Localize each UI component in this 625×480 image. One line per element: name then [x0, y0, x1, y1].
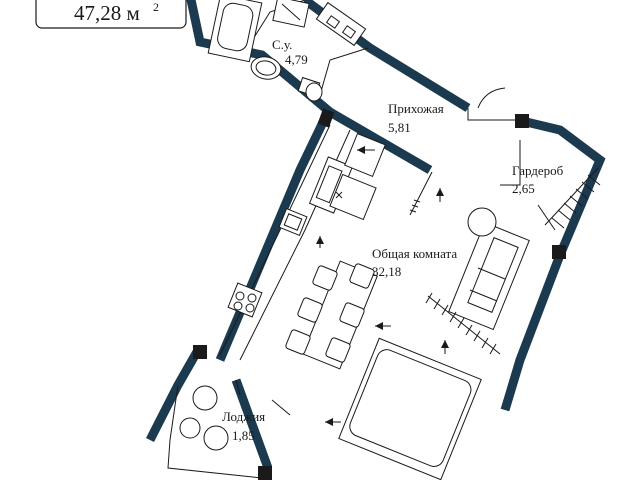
hallway: Прихожая 5,81	[388, 87, 518, 216]
loggia-area: 1,85	[232, 428, 255, 443]
wardrobe: Гардероб 2,65	[500, 140, 601, 231]
bathtub-icon	[207, 0, 263, 63]
stove-icon	[227, 282, 263, 318]
loggia-name: Лоджия	[222, 409, 265, 424]
arrow-icon	[316, 146, 449, 426]
total-area-unit-sup: 2	[153, 0, 159, 14]
sink-icon	[278, 207, 308, 237]
chair-icon	[179, 385, 229, 451]
loggia: Лоджия 1,85	[167, 379, 291, 479]
columns	[193, 108, 566, 480]
tv-rack	[425, 292, 501, 355]
living-room-name: Общая комната	[372, 246, 457, 261]
sofa-icon	[448, 207, 530, 331]
total-area-value: 47,28 м	[74, 1, 140, 25]
bathroom-name: С.у.	[272, 37, 292, 52]
wardrobe-rail	[544, 167, 601, 229]
sink-icon	[250, 56, 282, 80]
bed-icon	[338, 337, 482, 480]
bathroom: С.у. 4,79	[207, 0, 369, 102]
chair-icon	[285, 263, 375, 363]
hallway-area: 5,81	[388, 120, 411, 135]
hallway-name: Прихожая	[388, 101, 444, 116]
wardrobe-name: Гардероб	[512, 163, 564, 178]
toilet-icon	[297, 76, 323, 102]
bathroom-area: 4,79	[285, 52, 308, 67]
kitchen	[219, 124, 386, 361]
total-area-box: 47,28 м 2	[35, 0, 187, 29]
living-room-area: 32,18	[372, 264, 401, 279]
wardrobe-area: 2,65	[512, 181, 535, 196]
dining-table	[285, 260, 378, 370]
